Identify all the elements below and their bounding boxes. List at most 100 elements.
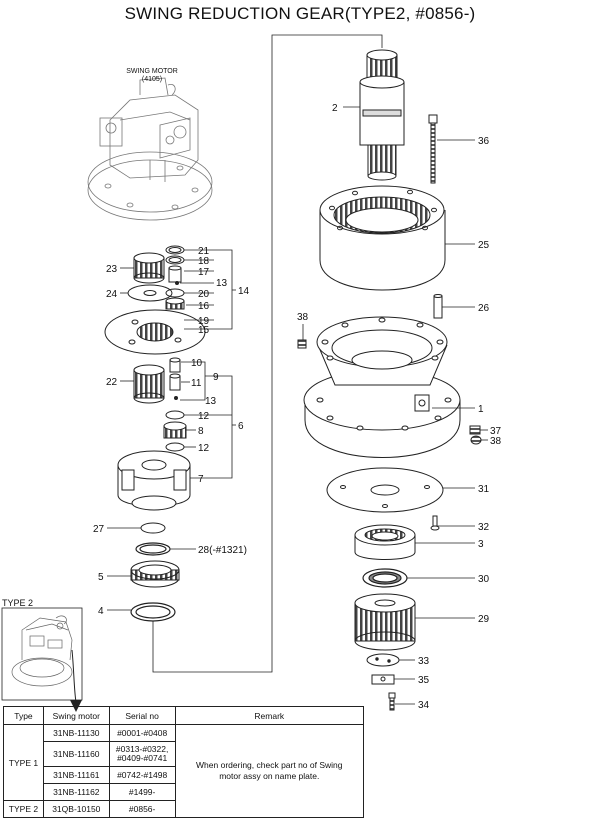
part-5-bearing bbox=[130, 560, 180, 588]
part-21-ring bbox=[165, 245, 185, 255]
part-32-bolt bbox=[430, 515, 440, 531]
callout-22: 22 bbox=[106, 377, 118, 388]
swing-motor-label-line2: (4105) bbox=[142, 76, 162, 83]
callout-34: 34 bbox=[418, 700, 430, 711]
callout-4: 4 bbox=[98, 606, 104, 617]
table-row: 31NB-11162 #1499- bbox=[4, 783, 364, 801]
callout-1: 1 bbox=[478, 404, 484, 415]
part-26-pin bbox=[433, 294, 443, 319]
callout-12-lower: 12 bbox=[198, 443, 210, 454]
part-7-carrier bbox=[117, 450, 191, 511]
part-12-ring-upper bbox=[165, 410, 185, 420]
part-25-ring-gear bbox=[319, 185, 446, 291]
callout-15: 15 bbox=[198, 325, 210, 336]
part-13-ball-lower bbox=[174, 396, 178, 400]
callout-25: 25 bbox=[478, 240, 490, 251]
callout-21: 21 bbox=[198, 246, 210, 257]
callout-19: 19 bbox=[198, 316, 210, 327]
part-37-plug bbox=[469, 425, 481, 435]
serial-cell: #0742-#1498 bbox=[108, 766, 176, 784]
callout-brackets-left bbox=[107, 249, 236, 611]
callout-14: 14 bbox=[238, 286, 250, 297]
part-34-bolt bbox=[388, 692, 396, 711]
callout-16: 16 bbox=[198, 301, 210, 312]
swing-motor-cell: 31NB-11130 bbox=[42, 724, 110, 742]
callout-10: 10 bbox=[191, 358, 203, 369]
callout-38-lower: 38 bbox=[490, 436, 502, 447]
callout-2: 2 bbox=[332, 103, 338, 114]
callout-38-upper: 38 bbox=[297, 312, 309, 323]
part-14-carrier-plate bbox=[104, 309, 206, 355]
part-35-lock-plate bbox=[371, 674, 395, 685]
callout-29: 29 bbox=[478, 614, 490, 625]
part-10-pin bbox=[169, 357, 181, 373]
callout-13-upper: 13 bbox=[216, 278, 228, 289]
callout-5: 5 bbox=[98, 572, 104, 583]
part-18-ring bbox=[165, 255, 185, 265]
part-13-ball-upper bbox=[175, 281, 179, 285]
part-28-snap-ring bbox=[135, 542, 171, 556]
part-17-pin bbox=[168, 265, 182, 283]
callout-13-lower: 13 bbox=[205, 396, 217, 407]
part-4-seal bbox=[130, 602, 176, 622]
part-27-disc bbox=[140, 522, 166, 534]
column-header-serial-no: Serial no bbox=[108, 706, 176, 725]
swing-motor-cell: 31QB-10150 bbox=[42, 800, 110, 818]
remark-cell: When ordering, check part no of Swing mo… bbox=[174, 724, 365, 818]
callout-18: 18 bbox=[198, 256, 210, 267]
column-header-swing-motor: Swing motor bbox=[42, 706, 110, 725]
part-29-pinion bbox=[354, 593, 416, 651]
column-header-type: Type bbox=[3, 706, 44, 725]
callout-23: 23 bbox=[106, 264, 118, 275]
part-8-gear bbox=[163, 421, 187, 439]
swing-motor-cell: 31NB-11160 bbox=[42, 741, 110, 767]
callout-35: 35 bbox=[418, 675, 430, 686]
part-33-plate bbox=[366, 653, 400, 667]
part-31-cover-plate bbox=[326, 467, 444, 513]
callout-7: 7 bbox=[198, 474, 204, 485]
swing-motor-cell: 31NB-11162 bbox=[42, 783, 110, 801]
type2-cell: TYPE 2 bbox=[3, 800, 44, 818]
type2-inset bbox=[1, 607, 83, 712]
callout-31: 31 bbox=[478, 484, 490, 495]
part-1-housing bbox=[303, 316, 461, 458]
table-row: 31NB-11161 #0742-#1498 bbox=[4, 766, 364, 784]
type1-cell: TYPE 1 bbox=[3, 724, 44, 801]
type2-inset-label: TYPE 2 bbox=[2, 598, 34, 608]
part-30-seal bbox=[362, 568, 408, 588]
callout-24: 24 bbox=[106, 289, 118, 300]
part-22-gear bbox=[133, 364, 165, 404]
swing-motor-serial-table: Type Swing motor Serial no Remark TYPE 1… bbox=[3, 706, 365, 818]
callout-17: 17 bbox=[198, 267, 210, 278]
swing-motor-drawing bbox=[87, 77, 213, 221]
serial-cell: #0001-#0408 bbox=[108, 724, 176, 742]
callout-27: 27 bbox=[93, 524, 105, 535]
swing-motor-cell: 31NB-11161 bbox=[42, 766, 110, 784]
callout-32: 32 bbox=[478, 522, 490, 533]
part-38-plug-upper bbox=[297, 339, 307, 349]
table-header-row: Type Swing motor Serial no Remark bbox=[3, 706, 365, 725]
callout-36: 36 bbox=[478, 136, 490, 147]
callout-6: 6 bbox=[238, 421, 244, 432]
callout-33: 33 bbox=[418, 656, 430, 667]
callout-37: 37 bbox=[490, 426, 502, 437]
callout-8: 8 bbox=[198, 426, 204, 437]
part-3-bearing bbox=[354, 524, 416, 560]
serial-cell: #0856- bbox=[108, 800, 176, 818]
swing-motor-label-line1: SWING MOTOR bbox=[126, 68, 178, 75]
part-23-gear bbox=[133, 252, 165, 284]
callout-3: 3 bbox=[478, 539, 484, 550]
callout-11: 11 bbox=[191, 378, 202, 389]
column-header-remark: Remark bbox=[174, 706, 365, 725]
part-12-ring-lower bbox=[165, 442, 185, 452]
callout-30: 30 bbox=[478, 574, 490, 585]
part-16-bearing bbox=[165, 297, 185, 310]
page-title: SWING REDUCTION GEAR(TYPE2, #0856-) bbox=[124, 4, 476, 23]
callout-leaders-right bbox=[302, 106, 488, 705]
part-24-plate bbox=[127, 284, 173, 302]
table-row: TYPE 1 31NB-11130 #0001-#0408 When order… bbox=[3, 724, 365, 818]
remark-text: When ordering, check part no of Swing mo… bbox=[196, 760, 343, 781]
part-2-shaft bbox=[359, 49, 405, 181]
serial-cell: #0313-#0322, #0409-#0741 bbox=[108, 741, 176, 767]
